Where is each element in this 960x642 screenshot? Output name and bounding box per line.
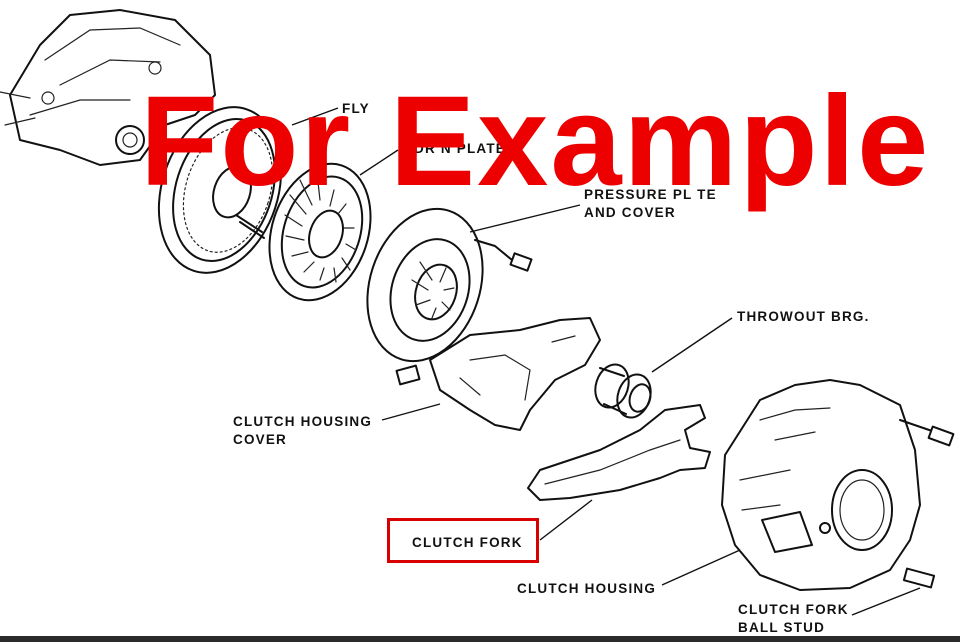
- ball-stud-label-line1: CLUTCH FORK: [738, 602, 849, 617]
- housing-cover-label-line2: COVER: [233, 432, 288, 447]
- pressure-plate-part: [366, 207, 533, 363]
- clutch-fork-part: [527, 404, 711, 501]
- pressure-plate-label-line2: AND COVER: [584, 205, 676, 220]
- throwout-bearing-label: THROWOUT BRG.: [737, 309, 870, 324]
- throwout-bearing-part: [594, 363, 652, 419]
- for-example-watermark: For Example: [140, 70, 931, 213]
- driven-plate-label: DR N PLATE: [414, 141, 506, 156]
- housing-cover-label-line1: CLUTCH HOUSING: [233, 414, 373, 429]
- driven-plate-part: [268, 162, 372, 302]
- ball-stud-label-line2: BALL STUD: [738, 620, 826, 635]
- clutch-housing-part: [721, 379, 955, 591]
- pressure-plate-label-line1: PRESSURE PL TE: [584, 187, 717, 202]
- leader-lines: [291, 107, 921, 616]
- flywheel-part: [157, 106, 283, 274]
- bottom-edge-bar: [0, 636, 960, 642]
- clutch-housing-label: CLUTCH HOUSING: [517, 581, 657, 596]
- clutch-fork-label: CLUTCH FORK: [412, 535, 523, 550]
- flywheel-label: FLY: [342, 101, 370, 116]
- clutch-housing-cover-part: [395, 317, 601, 431]
- clutch-fork-highlight-box: [387, 518, 539, 563]
- engine-block: [0, 9, 216, 166]
